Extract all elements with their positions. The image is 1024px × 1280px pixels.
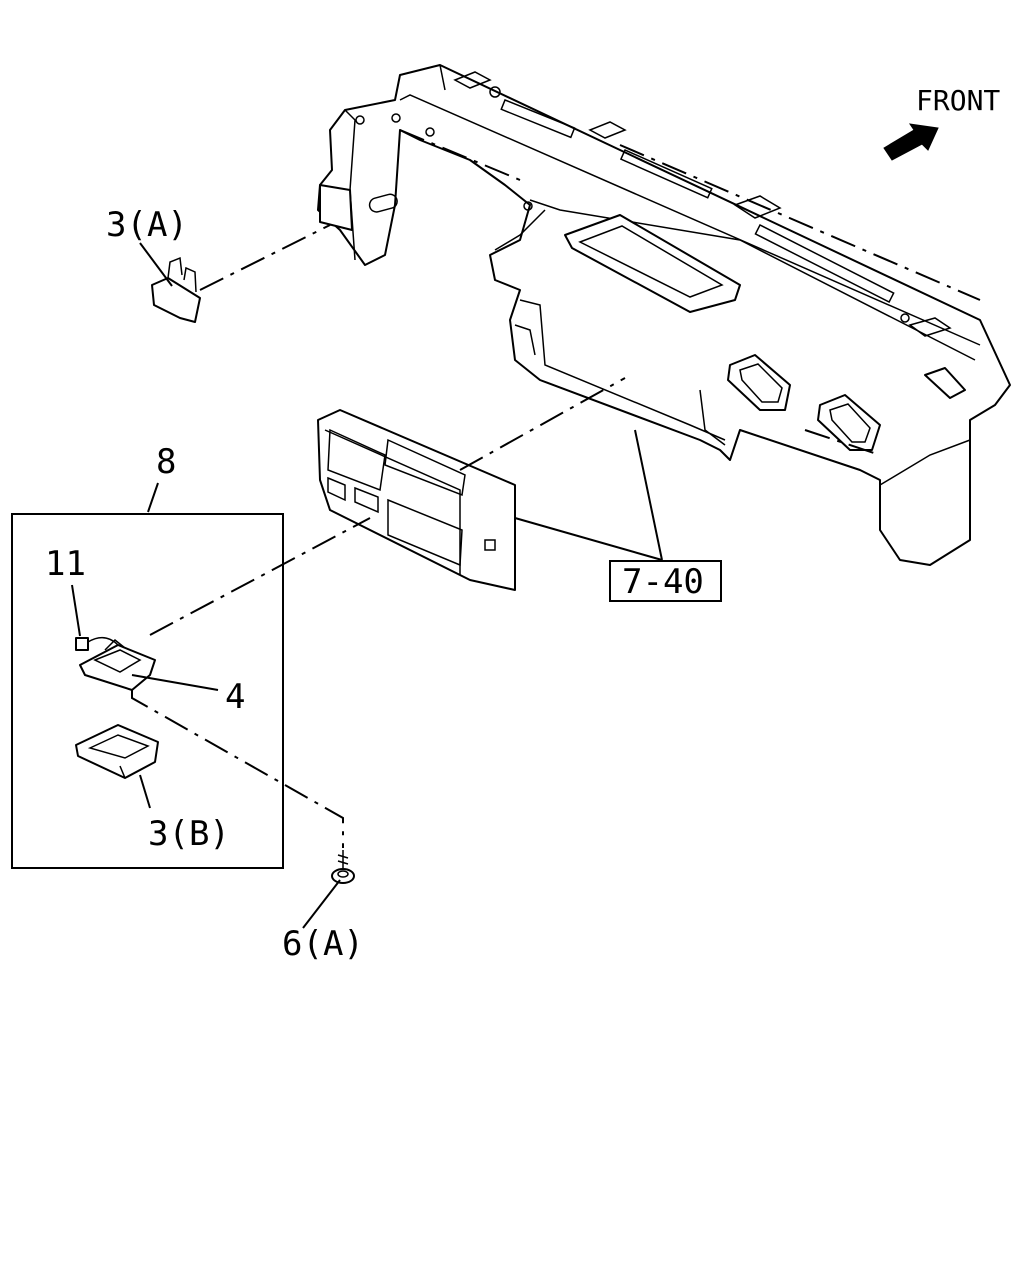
label-7-40: 7-40 [622, 562, 704, 602]
part-4-switch [75, 636, 156, 691]
label-11: 11 [45, 544, 86, 584]
leader-4 [131, 674, 219, 691]
label-3a: 3(A) [106, 205, 188, 245]
leader-7-40-a [514, 517, 663, 561]
kit-box [11, 513, 284, 869]
front-arrow-icon [883, 123, 939, 161]
part-6a-screw [331, 850, 355, 884]
dashline-3a [199, 224, 331, 291]
leader-3b [139, 774, 151, 809]
dashline-6a [131, 690, 344, 848]
label-6a: 6(A) [282, 924, 364, 964]
dashboard-panel [317, 64, 1011, 566]
leader-11 [71, 584, 81, 637]
part-3a-bracket [151, 256, 201, 323]
center-bezel [317, 409, 516, 591]
ref-box-7-40 [609, 560, 722, 602]
label-3b: 3(B) [148, 814, 230, 854]
dashline-4 [149, 517, 371, 636]
label-8: 8 [156, 442, 176, 482]
dashline-bezel [459, 377, 626, 471]
part-3b-tray [75, 724, 159, 779]
leader-3a [139, 242, 173, 287]
leader-6a [302, 879, 341, 929]
front-label: FRONT [916, 84, 1000, 117]
label-4: 4 [225, 677, 245, 717]
leader-7-40-b [634, 429, 663, 561]
leader-8 [147, 482, 159, 513]
